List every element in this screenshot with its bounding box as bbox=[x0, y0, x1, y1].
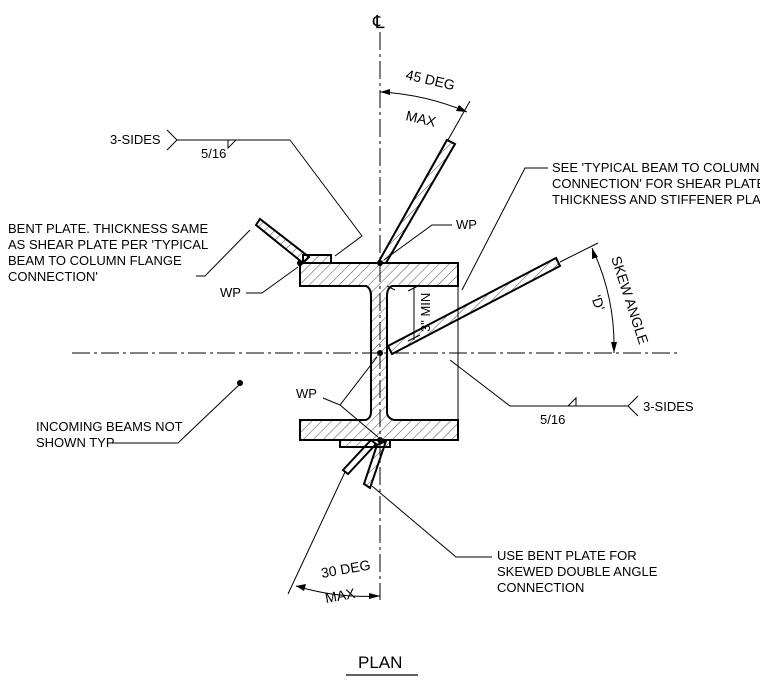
see-note-line-2: CONNECTION' FOR SHEAR PLATE bbox=[552, 176, 760, 191]
view-title: PLAN bbox=[358, 653, 402, 672]
weld-top-size: 5/16 bbox=[201, 146, 226, 161]
arrow-head bbox=[592, 248, 598, 259]
angle-arc-top bbox=[379, 91, 468, 113]
weld-right-sides: 3-SIDES bbox=[643, 399, 694, 414]
skewed-beam-plate-right bbox=[386, 256, 562, 356]
min-dimension: 3" MIN bbox=[418, 293, 433, 332]
extension-line bbox=[287, 471, 346, 595]
wp-label-left: WP bbox=[220, 285, 241, 300]
arrow-head bbox=[611, 342, 617, 353]
angle-bottom-qualifier: MAX bbox=[324, 585, 357, 606]
see-note-line-1: SEE 'TYPICAL BEAM TO COLUMN WEB bbox=[552, 160, 760, 175]
skew-angle-label: SKEW ANGLE bbox=[608, 254, 652, 346]
extension-line bbox=[447, 100, 471, 141]
fillet-symbol bbox=[227, 139, 237, 150]
bent-note-line-2: AS SHEAR PLATE PER 'TYPICAL bbox=[8, 237, 208, 252]
extension-line bbox=[559, 242, 599, 263]
bent-plate-callout: BENT PLATE. THICKNESS SAME AS SHEAR PLAT… bbox=[8, 221, 251, 284]
incoming-note-line-2: SHOWN TYP bbox=[36, 435, 115, 450]
centerline-symbol: ℄ bbox=[372, 12, 385, 32]
leader bbox=[196, 229, 251, 277]
tick bbox=[407, 284, 421, 292]
weld-top-sides: 3-SIDES bbox=[110, 132, 161, 147]
work-point-bottom bbox=[377, 437, 383, 443]
angle-bottom-value: 30 DEG bbox=[320, 557, 372, 581]
arrow-head bbox=[296, 584, 306, 591]
wp-left-leader bbox=[246, 266, 299, 294]
use-bent-plate-callout: USE BENT PLATE FOR SKEWED DOUBLE ANGLE C… bbox=[371, 485, 658, 595]
weld-symbol-top: 3-SIDES 5/16 bbox=[110, 129, 363, 257]
bent-note-line-1: BENT PLATE. THICKNESS SAME bbox=[8, 221, 208, 236]
leader bbox=[461, 167, 548, 291]
incoming-note-dot bbox=[237, 380, 243, 386]
leader bbox=[371, 485, 492, 558]
tail bbox=[627, 395, 639, 417]
leader bbox=[289, 139, 363, 257]
skew-angle-symbol: 'D' bbox=[588, 293, 608, 313]
tick bbox=[407, 334, 421, 342]
wp-mid-leader-1 bbox=[322, 356, 378, 406]
use-bent-line-3: CONNECTION bbox=[497, 580, 584, 595]
incoming-note-line-1: INCOMING BEAMS NOT bbox=[36, 419, 183, 434]
leader bbox=[449, 359, 628, 407]
arrow-head bbox=[369, 593, 380, 599]
work-point-top bbox=[377, 260, 383, 266]
work-point-left bbox=[297, 260, 303, 266]
see-note-line-3: THICKNESS AND STIFFENER PLATES bbox=[552, 192, 760, 207]
bent-plate bbox=[254, 217, 311, 265]
incoming-beams-callout: INCOMING BEAMS NOT SHOWN TYP bbox=[36, 383, 241, 450]
angle-top-value: 45 DEG bbox=[404, 66, 456, 93]
weld-right-size: 5/16 bbox=[540, 412, 565, 427]
fillet-mark bbox=[386, 285, 396, 291]
angle-top-qualifier: MAX bbox=[404, 107, 438, 130]
work-point-center bbox=[377, 350, 383, 356]
wp-label-top: WP bbox=[456, 217, 477, 232]
use-bent-line-1: USE BENT PLATE FOR bbox=[497, 548, 637, 563]
tail bbox=[166, 129, 178, 151]
leader bbox=[112, 383, 241, 444]
wp-mid-leader-2 bbox=[339, 404, 379, 438]
arrow-head bbox=[380, 89, 390, 95]
bent-note-line-3: BEAM TO COLUMN FLANGE bbox=[8, 253, 182, 268]
bottom-angle-left bbox=[341, 438, 378, 476]
bent-note-line-4: CONNECTION' bbox=[8, 269, 98, 284]
weld-symbol-right: 5/16 3-SIDES bbox=[449, 359, 694, 427]
bottom-angle-right bbox=[362, 439, 388, 490]
use-bent-line-2: SKEWED DOUBLE ANGLE bbox=[497, 564, 658, 579]
fillet-symbol bbox=[567, 396, 577, 407]
see-note-callout: SEE 'TYPICAL BEAM TO COLUMN WEB CONNECTI… bbox=[461, 160, 760, 291]
skewed-beam-plate-top bbox=[376, 138, 457, 264]
wp-top-leader bbox=[383, 224, 452, 261]
wp-label-mid: WP bbox=[296, 386, 317, 401]
